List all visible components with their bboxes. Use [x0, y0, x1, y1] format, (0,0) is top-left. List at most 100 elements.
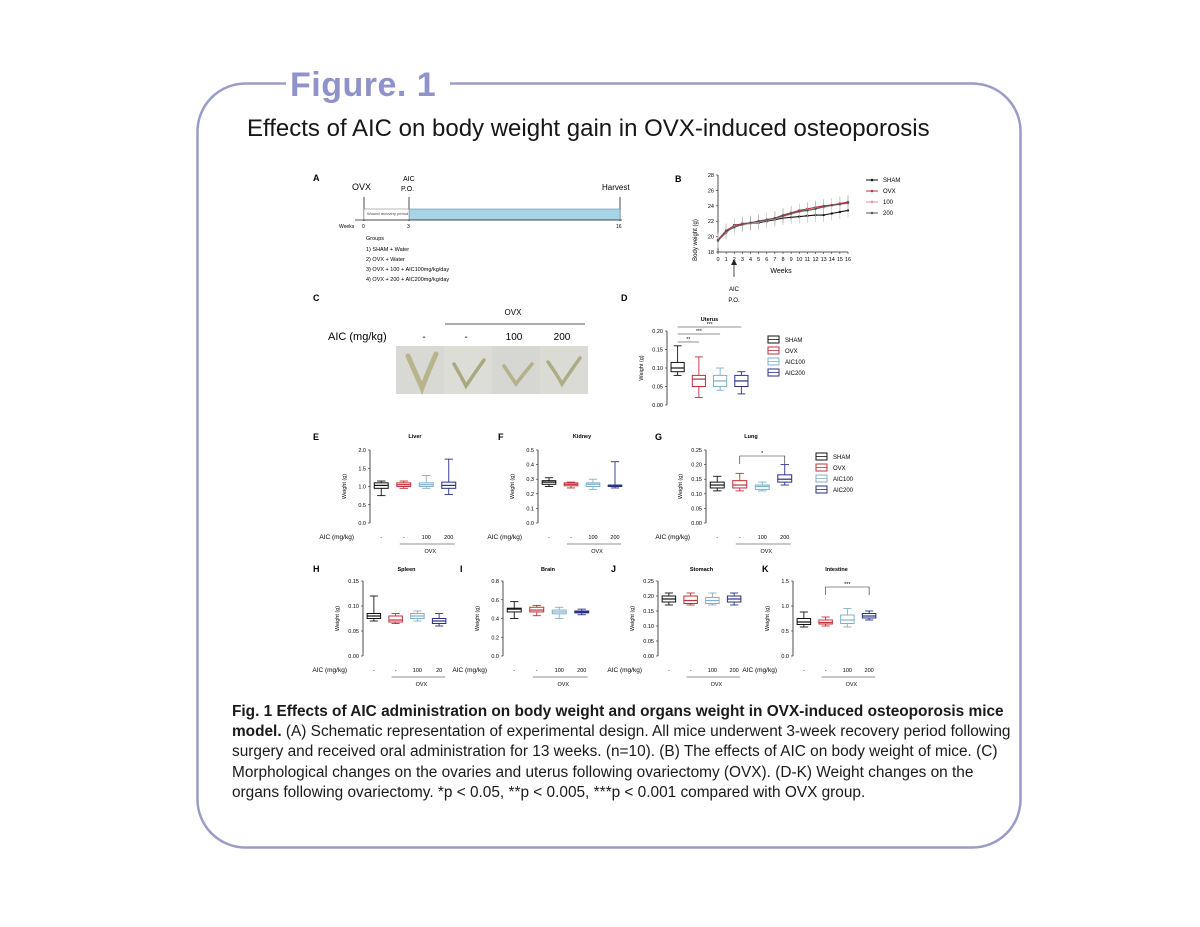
panel-h-title: Spleen [397, 567, 416, 573]
panel-b-ylabel: Body weight (g) [693, 219, 699, 261]
panel-k-ylabel: Weight (g) [765, 606, 771, 631]
panel-i-ytick-label: 0.6 [491, 598, 499, 604]
legend-label: AIC100 [785, 360, 806, 366]
figure-headline: Effects of AIC on body weight gain in OV… [247, 115, 930, 142]
panel-k-dose-value: - [825, 668, 827, 674]
panel-k-ytick-label: 0.5 [781, 629, 789, 635]
panel-k-sig-label: *** [844, 582, 851, 588]
panel-b-point [749, 221, 752, 224]
panel-b-xtick-label: 5 [757, 257, 760, 263]
panel-j-dose-label: AIC (mg/kg) [607, 667, 642, 674]
panel-i-dose-value: - [536, 668, 538, 674]
panel-j-ylabel: Weight (g) [630, 606, 636, 631]
panel-f-dose-label: AIC (mg/kg) [487, 534, 522, 541]
panel-b-xlabel: Weeks [770, 268, 792, 275]
panel-i-ytick-label: 0.0 [491, 654, 499, 660]
panel-e-letter: E [313, 432, 319, 442]
panel-h-dose-value: - [373, 668, 375, 674]
panel-g-dose-value: - [716, 535, 718, 541]
figure-frame [196, 82, 1022, 849]
panel-e-ylabel: Weight (g) [342, 474, 348, 499]
panel-k-box-aic100 [840, 614, 855, 624]
panel-b-point [838, 210, 842, 214]
legend-label: SHAM [883, 178, 900, 184]
panel-d-sig-label: *** [707, 322, 713, 328]
panel-a-letter: A [313, 173, 320, 183]
panel-f-ylabel: Weight (g) [510, 474, 516, 499]
panel-g-dose-label: AIC (mg/kg) [655, 534, 690, 541]
panel-a-aic-label: AIC [403, 176, 415, 183]
panel-a-week-0: 0 [362, 224, 365, 230]
panel-k-dose-label: AIC (mg/kg) [742, 667, 777, 674]
panel-f-ovx-label: OVX [591, 549, 603, 555]
panel-b-xtick-label: 2 [733, 257, 736, 263]
panel-b-point [806, 209, 809, 212]
panel-b-point [789, 212, 793, 215]
panel-b-ytick-label: 20 [708, 235, 714, 241]
panel-b-xtick-label: 15 [837, 257, 843, 263]
panel-i-dose-value: 200 [577, 668, 586, 674]
panel-g-ytick-label: 0.05 [691, 506, 702, 512]
panel-g-letter: G [655, 432, 662, 442]
panel-b-point [838, 203, 842, 206]
panel-h-box-ovx [388, 615, 403, 623]
panel-h-ovx-label: OVX [416, 682, 428, 688]
panel-d-ytick-label: 0.00 [652, 403, 663, 409]
panel-e-ytick-label: 1.5 [358, 466, 366, 472]
panel-i-ylabel: Weight (g) [475, 606, 481, 631]
panel-c-letter: C [313, 293, 320, 303]
panel-j-ytick-label: 0.25 [643, 579, 654, 585]
panel-g-box-aic100 [754, 484, 770, 490]
panel-i-ytick-label: 0.2 [491, 635, 499, 641]
panel-a-harvest-label: Harvest [602, 183, 630, 192]
panel-k-ovx-label: OVX [846, 682, 858, 688]
legend-label: OVX [883, 189, 896, 195]
panel-h-letter: H [313, 564, 320, 574]
panel-k-ytick-label: 0.0 [781, 654, 789, 660]
panel-a-treatment-bar [408, 208, 621, 221]
panel-h-ytick-label: 0.15 [348, 579, 359, 585]
panel-b-arrow-label-1: AIC [729, 287, 740, 293]
legend-marker [870, 178, 874, 182]
panel-b-xtick-label: 6 [765, 257, 768, 263]
legend-label: OVX [785, 349, 798, 355]
panel-f-ytick-label: 0.3 [526, 477, 534, 483]
panel-b-aic-arrowhead [731, 259, 737, 265]
panel-a-week-3: 3 [407, 224, 410, 230]
panel-j-dose-value: - [690, 668, 692, 674]
panel-g-dose-value: - [739, 535, 741, 541]
panel-i-ovx-label: OVX [557, 682, 569, 688]
panel-j-letter: J [611, 564, 616, 574]
panel-j-dose-value: - [668, 668, 670, 674]
panel-a-groups-title: Groups [366, 236, 384, 242]
panel-k-ytick-label: 1.5 [781, 579, 789, 585]
legend-label: AIC100 [833, 477, 854, 483]
panel-b-ytick-label: 22 [708, 219, 714, 225]
panel-d-box-sham [670, 361, 685, 373]
panel-b-arrow-label-2: P.O. [728, 298, 740, 304]
uterus-photo-3 [492, 346, 540, 394]
panel-b-point [814, 207, 817, 211]
panel-a-group-4: 4) OVX + 200 + AIC200mg/kg/day [366, 277, 449, 283]
panel-j-box-ovx [683, 595, 698, 604]
panel-a-recovery-label: Wound recovery period [367, 211, 408, 216]
panel-b-point [765, 218, 768, 221]
panel-c-dose-2: - [464, 332, 467, 343]
panel-d-ytick-label: 0.20 [652, 329, 663, 335]
panel-b-xtick-label: 13 [821, 257, 827, 263]
panel-b-point [741, 223, 744, 226]
panel-j-ovx-label: OVX [711, 682, 723, 688]
panel-f-ytick-label: 0.2 [526, 492, 534, 498]
panel-a-weeks-label: Weeks [339, 224, 355, 230]
panel-c-dose-3: 100 [506, 332, 523, 343]
panel-i-dose-value: - [513, 668, 515, 674]
panel-e-dose-value: 100 [422, 535, 431, 541]
panel-b-point [724, 230, 728, 233]
panel-d-ytick-label: 0.15 [652, 348, 663, 354]
panel-e-ytick-label: 0.0 [358, 521, 366, 527]
panel-b-point [830, 203, 833, 207]
panel-e-dose-value: 200 [444, 535, 453, 541]
